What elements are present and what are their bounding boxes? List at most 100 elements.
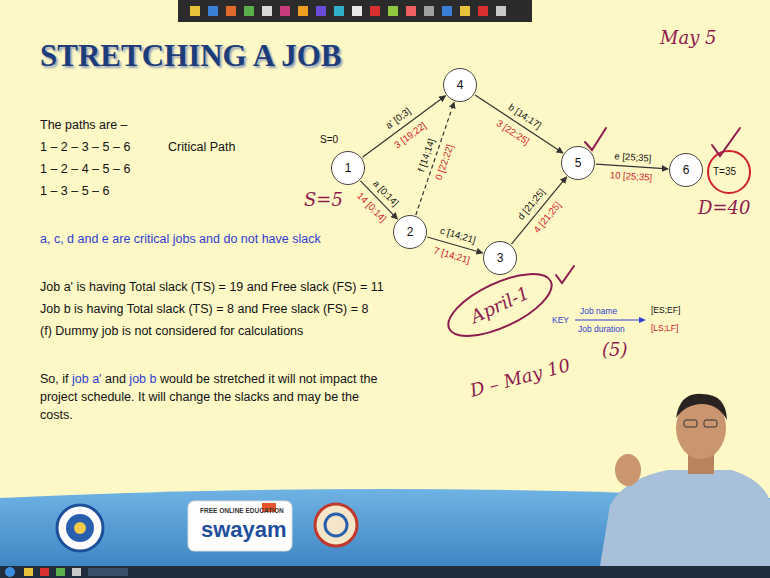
activity-arrow [511, 177, 566, 244]
body-text: The paths are – [40, 118, 128, 133]
tool-icon [298, 6, 308, 16]
tool-icon [442, 6, 452, 16]
activity-duration: 0 [22;22] [433, 142, 455, 181]
pen-toolbar [178, 0, 532, 22]
key-text: Job duration [578, 324, 625, 334]
handwritten-note: May 5 [660, 28, 717, 48]
handwritten-note: S=5 [304, 190, 343, 210]
tool-icon [334, 6, 344, 16]
ink-tick [556, 266, 574, 283]
tool-icon [190, 6, 200, 16]
slide-title: STRETCHING A JOB [40, 38, 341, 74]
taskbar-icon [88, 568, 128, 576]
handwritten-note: D – May 10 [468, 355, 573, 401]
body-text: (f) Dummy job is not considered for calc… [40, 324, 303, 339]
key-title: KEY [552, 315, 569, 325]
conclusion-text: and [105, 372, 126, 386]
event-number: 4 [457, 78, 464, 92]
tool-icon [388, 6, 398, 16]
tool-icon [424, 6, 434, 16]
presenter-glasses [684, 420, 697, 427]
activity-label: c [14;21] [439, 225, 477, 246]
tool-icon [370, 6, 380, 16]
institute-logo [66, 514, 94, 542]
event-node: 2 [393, 215, 427, 249]
path-note: Critical Path [168, 140, 235, 155]
highlight-text: a, c, d and e are critical jobs and do n… [40, 232, 321, 247]
activity-duration: 10 [25;35] [610, 170, 653, 184]
taskbar [0, 566, 770, 578]
key-line [575, 320, 641, 321]
conclusion-paragraph: So, ifjob a'andjob bwould be stretched i… [40, 370, 380, 424]
activity-arrow [475, 95, 563, 153]
activity-duration: 7 [14;21] [433, 244, 472, 265]
tool-icon [460, 6, 470, 16]
ink-tick [712, 128, 740, 156]
logo-text: swayam [201, 518, 287, 542]
institute-logo [74, 522, 86, 534]
partner-logo [315, 504, 357, 546]
key-text: Job name [580, 306, 617, 316]
presenter-hair [676, 394, 727, 420]
tool-icon [406, 6, 416, 16]
handwritten-note: D=40 [698, 198, 750, 218]
key-arrow [575, 317, 646, 323]
taskbar-icon [24, 568, 33, 576]
activity-label: a' [0;3] [383, 106, 412, 132]
key-text: [LS;LF] [651, 323, 678, 333]
event-node: 5 [561, 146, 595, 180]
event-number: 5 [575, 156, 582, 170]
tool-icon [280, 6, 290, 16]
event-number: 6 [683, 163, 690, 177]
end-time: T=35 [713, 166, 736, 178]
tool-icon [478, 6, 488, 16]
event-node: 1 [331, 151, 365, 185]
swayam-logo [188, 501, 292, 551]
tool-icon [262, 6, 272, 16]
presenter-glasses [704, 420, 717, 427]
key-text: [ES;EF] [651, 305, 680, 315]
event-number: 2 [407, 225, 414, 239]
activity-label: e [25;35] [614, 150, 652, 163]
partner-logo [325, 514, 347, 536]
path-text: 1 – 3 – 5 – 6 [40, 184, 110, 199]
start-time: S=0 [320, 134, 338, 146]
event-number: 1 [345, 161, 352, 175]
tool-icon [244, 6, 254, 16]
body-text: Job b is having Total slack (TS) = 8 and… [40, 302, 368, 317]
presenter [600, 394, 770, 566]
logo-text: FREE ONLINE EDUCATION [200, 507, 284, 515]
body-text: Job a' is having Total slack (TS) = 19 a… [40, 280, 384, 295]
tool-icon [496, 6, 506, 16]
activity-label: f [14;14] [415, 137, 436, 173]
presenter-hand [615, 454, 641, 486]
handwritten-note: April-1 [468, 283, 533, 327]
tool-icon [352, 6, 362, 16]
path-text: 1 – 2 – 4 – 5 – 6 [40, 162, 130, 177]
event-node: 4 [443, 68, 477, 102]
tool-icon [316, 6, 326, 16]
tool-icon [208, 6, 218, 16]
taskbar-icon [72, 568, 81, 576]
taskbar-icon [56, 568, 65, 576]
ink-tick [585, 128, 606, 150]
toolbar-bar [178, 0, 532, 22]
institute-logo [57, 505, 103, 551]
event-number: 3 [497, 251, 504, 265]
event-node: 6 [669, 153, 703, 187]
taskbar-bar [0, 566, 770, 578]
conclusion-text: job a' [72, 372, 102, 386]
ink-circle [708, 151, 750, 193]
ink-marks [440, 128, 750, 349]
handwritten-note: (5) [602, 340, 628, 360]
taskbar-icon [40, 568, 49, 576]
tool-icon [226, 6, 236, 16]
taskbar-icon [5, 567, 15, 577]
activity-arrow [596, 164, 668, 169]
conclusion-text: job b [129, 372, 156, 386]
key-arrowhead [639, 317, 646, 323]
conclusion-text: So, if [40, 372, 69, 386]
path-text: 1 – 2 – 3 – 5 – 6 [40, 140, 130, 155]
event-node: 3 [483, 241, 517, 275]
